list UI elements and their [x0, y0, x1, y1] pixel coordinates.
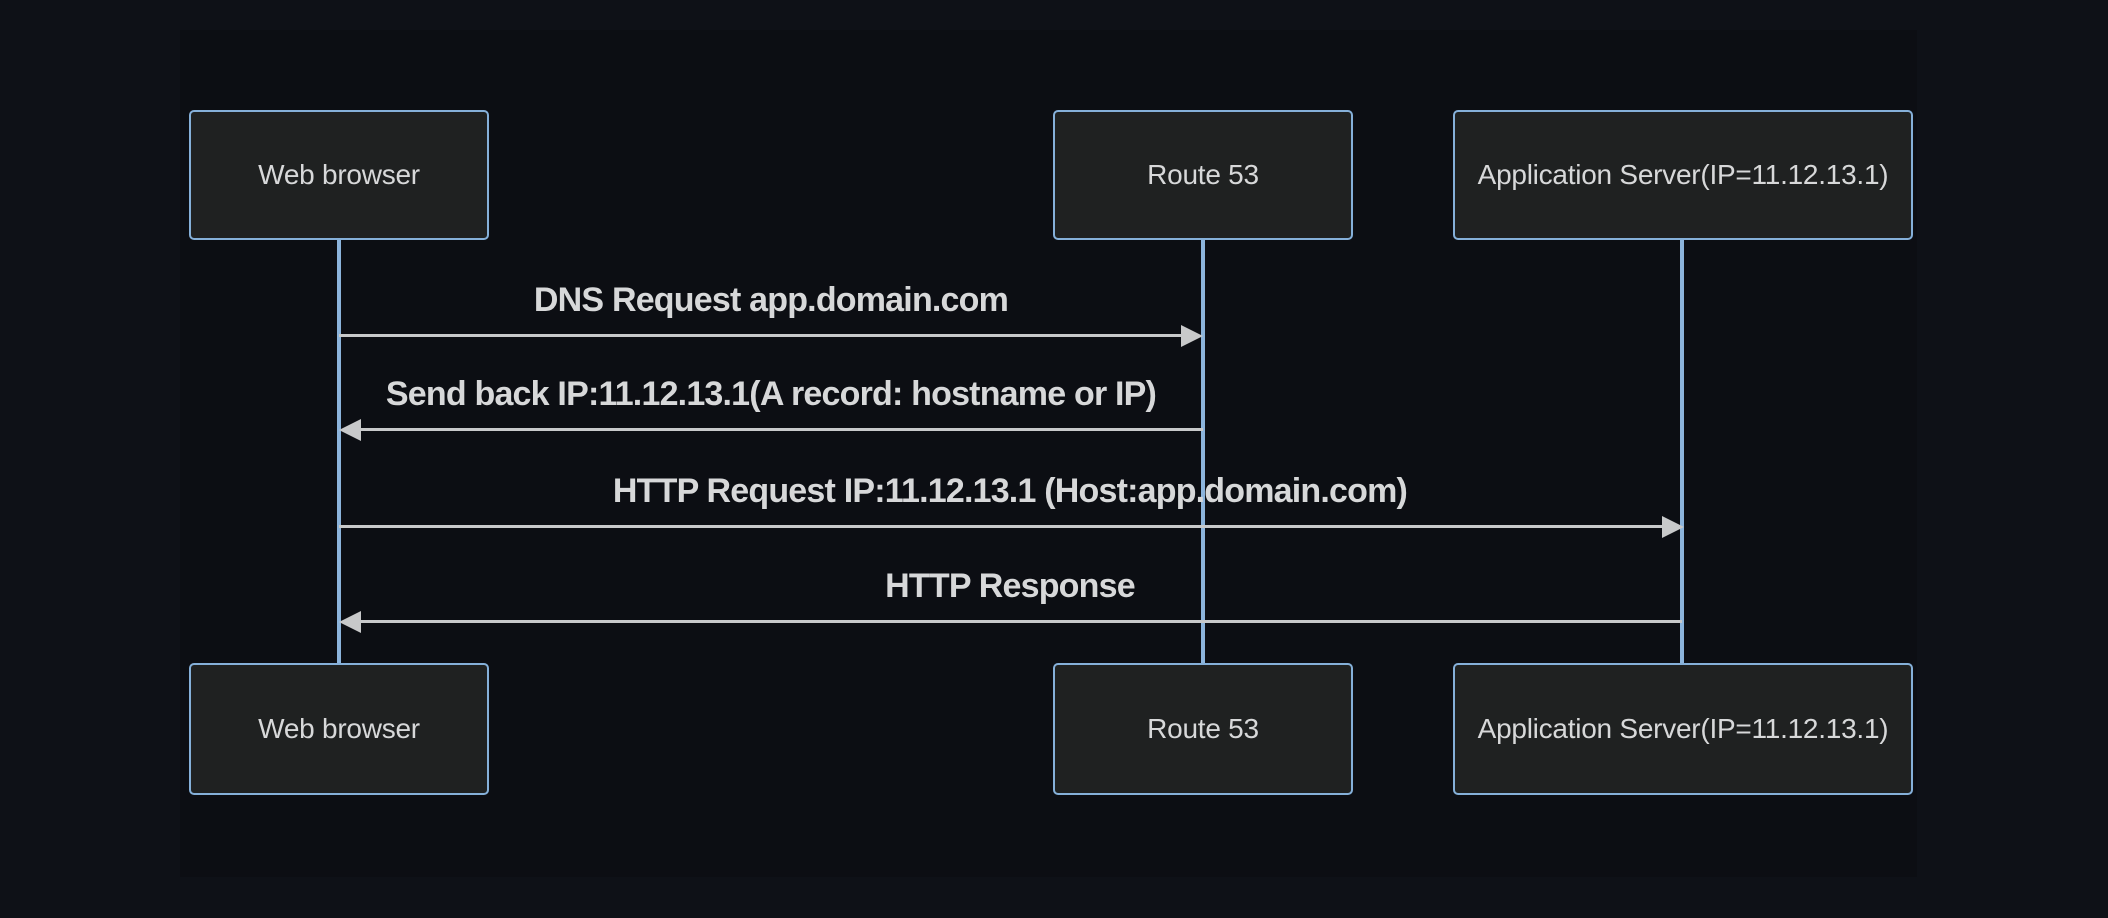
actor-label-application-server-bottom: Application Server(IP=11.12.13.1) [1477, 713, 1889, 744]
message-label-dns-request: DNS Request app.domain.com [533, 280, 1009, 319]
message-line-http-request [339, 525, 1664, 528]
actor-label-web-browser-top: Web browser [258, 159, 420, 190]
actor-box-application-server-top: Application Server(IP=11.12.13.1) [1453, 110, 1913, 240]
actor-label-route-53-top: Route 53 [1147, 159, 1259, 190]
message-line-dns-request [339, 334, 1185, 337]
arrowhead-left-icon [339, 419, 361, 441]
lifeline-web-browser [337, 238, 341, 665]
actor-box-route-53-bottom: Route 53 [1053, 663, 1353, 795]
actor-label-web-browser-bottom: Web browser [258, 713, 420, 744]
message-label-send-back-ip: Send back IP:11.12.13.1(A record: hostna… [385, 374, 1157, 413]
actor-label-application-server-top: Application Server(IP=11.12.13.1) [1477, 159, 1889, 190]
actor-box-route-53-top: Route 53 [1053, 110, 1353, 240]
arrowhead-left-icon [339, 611, 361, 633]
arrowhead-right-icon [1181, 325, 1203, 347]
lifeline-application-server [1680, 238, 1684, 665]
actor-label-route-53-bottom: Route 53 [1147, 713, 1259, 744]
message-label-http-response: HTTP Response [885, 566, 1136, 605]
message-label-http-request: HTTP Request IP:11.12.13.1 (Host:app.dom… [612, 471, 1408, 510]
message-line-http-response [357, 620, 1682, 623]
message-line-send-back-ip [357, 428, 1203, 431]
arrowhead-right-icon [1662, 516, 1684, 538]
actor-box-web-browser-bottom: Web browser [189, 663, 489, 795]
actor-box-application-server-bottom: Application Server(IP=11.12.13.1) [1453, 663, 1913, 795]
lifeline-route-53 [1201, 238, 1205, 665]
actor-box-web-browser-top: Web browser [189, 110, 489, 240]
